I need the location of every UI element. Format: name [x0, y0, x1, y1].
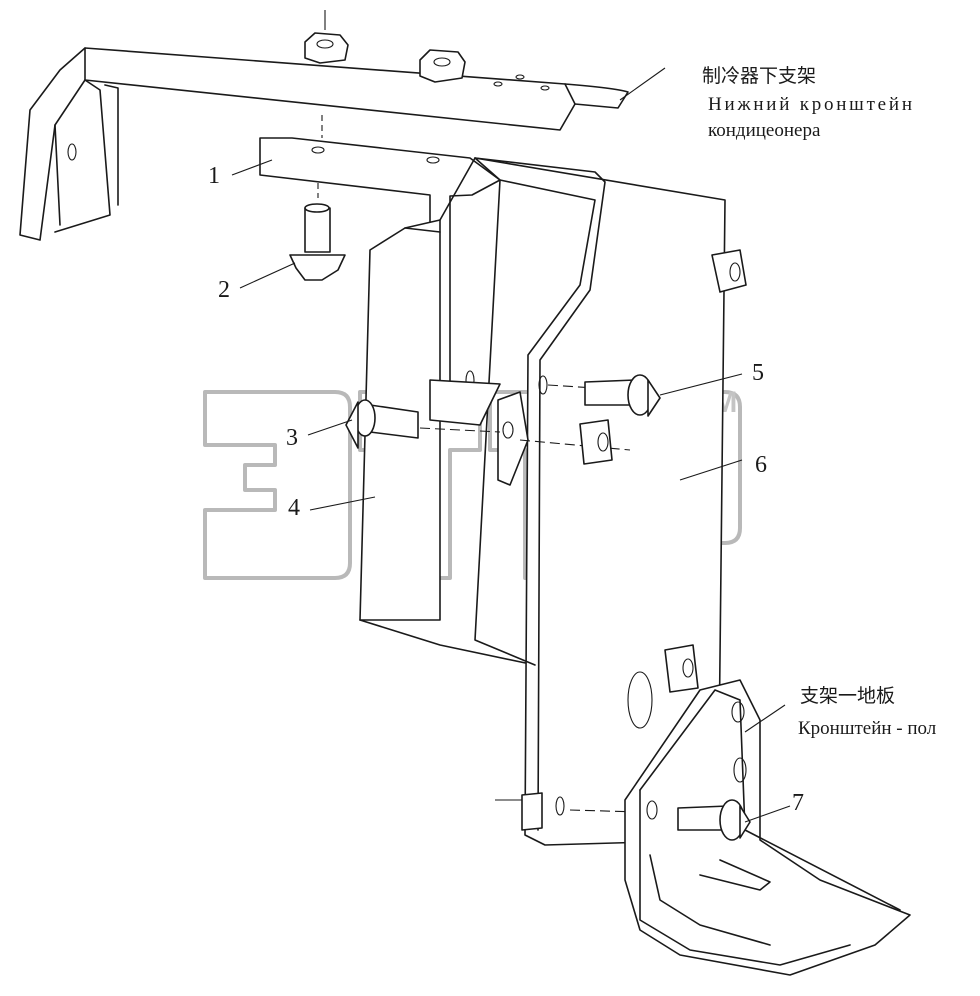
callout-7: 7	[792, 790, 804, 816]
callout-4: 4	[288, 495, 300, 521]
upper-ac-bracket	[19, 10, 629, 241]
label-floor-bracket-zh: 支架一地板	[800, 685, 895, 707]
callout-6: 6	[755, 452, 767, 478]
part-6-main-plate	[429, 157, 747, 846]
callout-1: 1	[208, 163, 220, 189]
part-2-bolt	[289, 203, 346, 281]
floor-bracket	[624, 679, 911, 976]
part-5-bolt	[584, 374, 661, 417]
label-upper-bracket-zh: 制冷器下支架	[702, 65, 816, 87]
callout-5: 5	[752, 360, 764, 386]
label-upper-bracket-ru-1: Нижний кронштейн	[708, 94, 912, 115]
label-floor-bracket-ru: Кронштейн - пол	[798, 718, 937, 739]
part-3-bolt	[345, 399, 631, 465]
callout-2: 2	[218, 277, 230, 303]
label-upper-bracket-ru-2: кондицеонера	[708, 120, 821, 141]
leader-lines	[231, 67, 791, 823]
part-7-bolt	[677, 799, 751, 841]
callout-3: 3	[286, 425, 298, 451]
